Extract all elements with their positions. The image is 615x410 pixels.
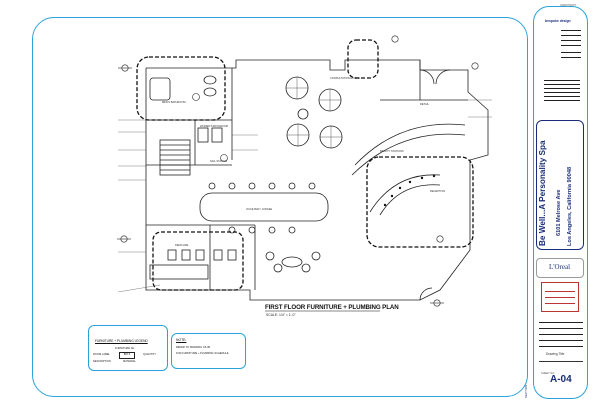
studio-name: bespoke design bbox=[545, 19, 571, 23]
room-label-beauty-stations: BEAUTY STATIONS bbox=[380, 150, 404, 153]
drawing-border bbox=[32, 17, 528, 397]
project-title-vertical: Be Well...A Personality Spa 6101 Melrose… bbox=[535, 118, 585, 270]
client-logo-box bbox=[536, 258, 584, 278]
room-label-pedicure: PEDICURE bbox=[175, 244, 189, 247]
room-label-womens-bathroom: WOMEN'S BATHROOM bbox=[200, 125, 228, 128]
title-divider bbox=[539, 361, 583, 362]
project-title-box bbox=[536, 120, 584, 250]
project-name: Be Well...A Personality Spa bbox=[538, 140, 547, 246]
room-label-juice-bar: JUICE BAR / COFFEE bbox=[246, 208, 273, 211]
room-label-consultation: CONSULTATION ROOMS bbox=[330, 77, 361, 80]
legend-material: MATERIAL bbox=[123, 360, 136, 363]
note-panel bbox=[171, 333, 246, 369]
sheet-number-label: SHEET NO. bbox=[541, 372, 555, 375]
plan-scale: SCALE: 1/4" = 1'-0" bbox=[266, 313, 296, 317]
plan-title: FIRST FLOOR FURNITURE + PLUMBING PLAN bbox=[265, 304, 399, 311]
legend-description: DESCRIPTION bbox=[93, 360, 111, 363]
legend-furniture-no: FURNITURE No. bbox=[115, 347, 135, 350]
drawing-title-label: Drawing Title bbox=[546, 352, 565, 356]
stamp-box bbox=[541, 282, 579, 312]
room-label-mens-bathroom: MEN'S BATHROOM bbox=[162, 101, 186, 104]
address-line-2: Los Angeles, California 90048 bbox=[567, 166, 573, 246]
note-title: NOTE: bbox=[176, 338, 187, 342]
legend-quantity: QUANTITY bbox=[143, 353, 157, 356]
legend-room-label: ROOM LABEL bbox=[93, 353, 110, 356]
legend-title: FURNITURE + PLUMBING LEGEND bbox=[95, 339, 148, 343]
project-data-rows bbox=[539, 320, 583, 350]
sheet-number: A-04 bbox=[550, 374, 572, 385]
address-line-1: 6101 Melrose Ave bbox=[556, 189, 562, 236]
note-line-2: FOR FURNITURE + PLUMBING SCHEDULE bbox=[176, 352, 229, 355]
corner-brand: GRAPHISOFT bbox=[560, 4, 577, 7]
note-line-1: REFER TO DRAWING C5-08 bbox=[176, 346, 210, 349]
room-label-reception: RECEPTION bbox=[430, 190, 446, 193]
studio-info-block bbox=[537, 26, 584, 86]
room-label-retail: RETAIL bbox=[420, 103, 429, 106]
legend-panel bbox=[88, 325, 168, 371]
room-label-nail-station: NAIL STATION bbox=[210, 160, 228, 163]
legend-tag: B47 S bbox=[119, 352, 135, 359]
section-label: SECTION bbox=[524, 384, 528, 398]
revision-notes bbox=[536, 76, 586, 116]
title-block-border bbox=[533, 6, 588, 399]
client-logo: L'Oreal bbox=[549, 263, 571, 271]
